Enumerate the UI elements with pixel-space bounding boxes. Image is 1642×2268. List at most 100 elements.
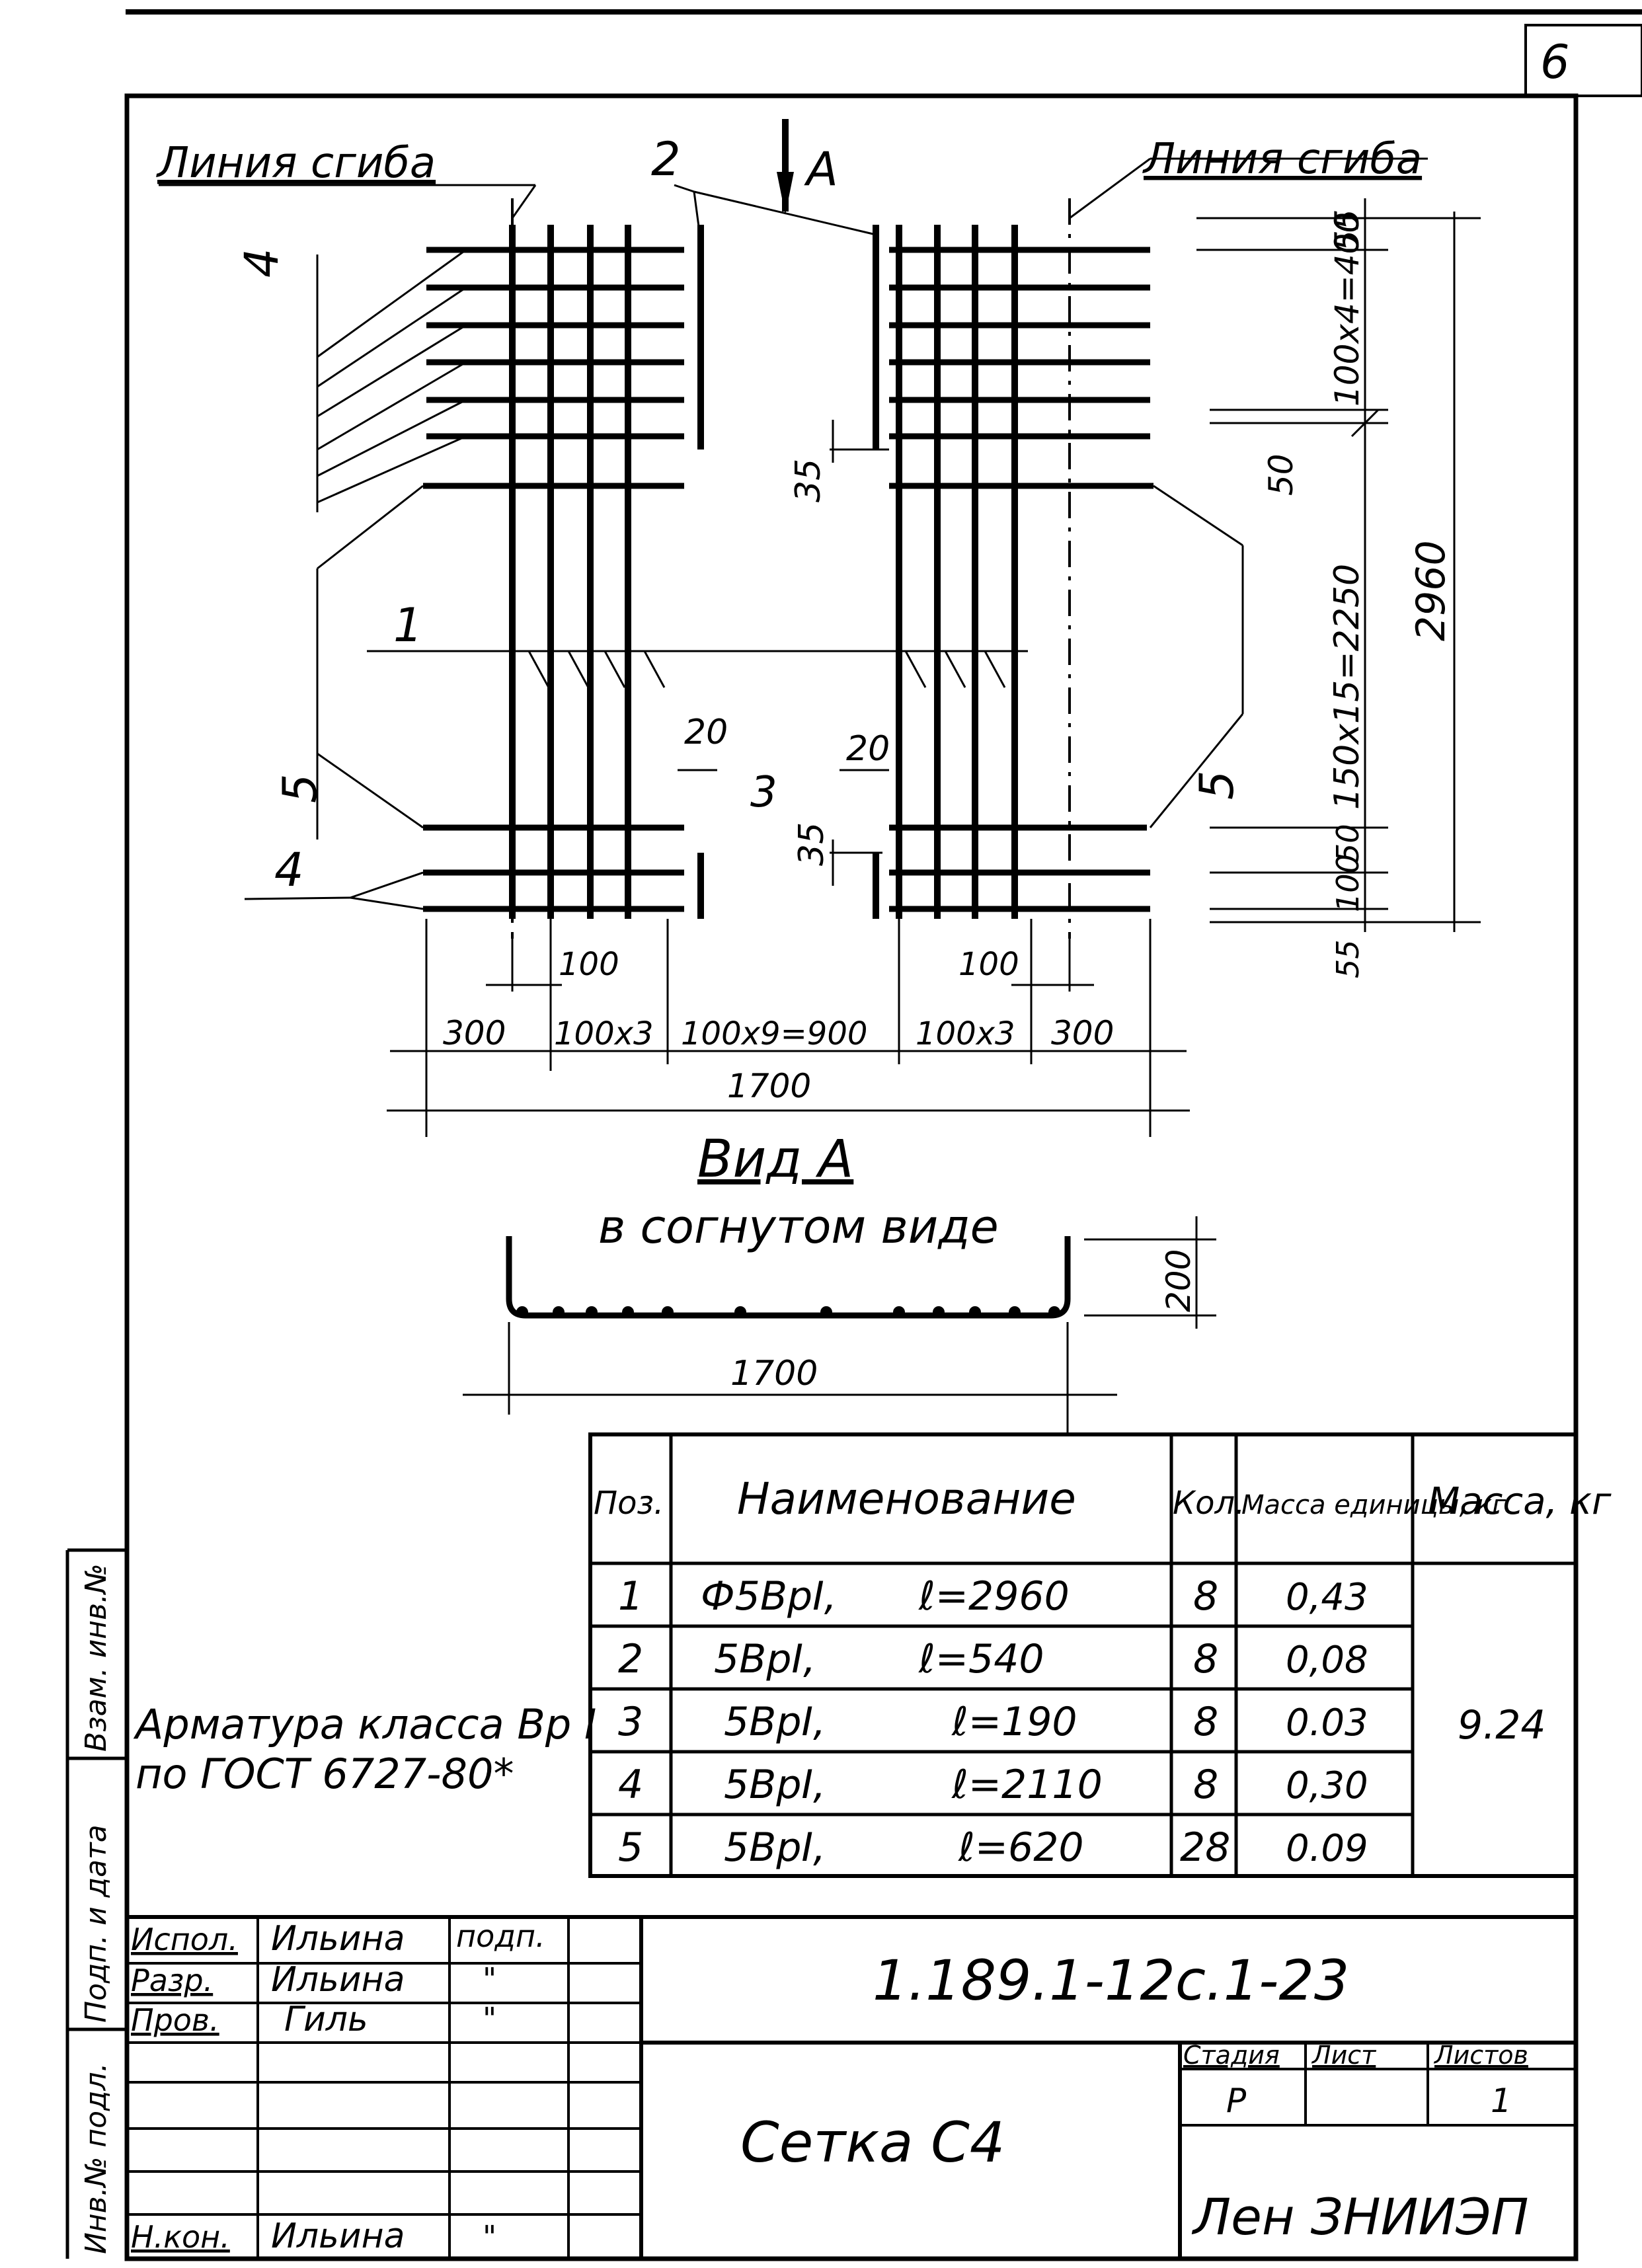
svg-text:28: 28 [1180, 1824, 1230, 1871]
pos-label-2: 2 [651, 132, 681, 186]
stage-header: Стадия [1183, 2041, 1280, 2070]
dim-right-100: 100 [1330, 854, 1366, 912]
svg-text:1: 1 [618, 1573, 643, 1620]
stamp-role-2: Разр. Ильина " [131, 1960, 496, 2000]
dim-bottom-1700: 1700 [727, 1067, 811, 1105]
svg-text:5ВрI,: 5ВрI, [724, 1762, 826, 1808]
dim-bottom-100-right: 100 [958, 946, 1019, 983]
view-arrow-label: А [804, 142, 838, 196]
dim-right-400: 100x4=400 [1328, 212, 1366, 407]
dim-right-2250: 150x15=2250 [1327, 564, 1367, 810]
side-stamp-sign: Подп. и дата [79, 1824, 113, 2023]
dim-right-50-bottom: 50 [1330, 824, 1366, 863]
svg-text:0,30: 0,30 [1286, 1764, 1368, 1807]
th-unit-mass: Масса единицы, кг [1241, 1490, 1506, 1520]
sheet-frame [124, 93, 1579, 2261]
svg-text:": " [483, 2001, 496, 2037]
svg-text:Ильина: Ильина [271, 1919, 405, 1959]
fold-label-left: Линия сгиба [156, 139, 436, 188]
side-stamp: Инв.№ подл. Подп. и дата Взам. инв.№ [65, 1548, 127, 2259]
drawing-title: Сетка С4 [740, 2110, 1005, 2175]
doc-number: 1.189.1-12с.1-23 [873, 1948, 1349, 2013]
dim-right-50-top: 50 [1262, 453, 1300, 496]
pos-label-4-bottom: 4 [274, 843, 304, 897]
dim-inner-35-top: 35 [789, 459, 828, 502]
th-name: Наименование [737, 1473, 1076, 1524]
dim-bottom-100x3-right: 100x3 [916, 1015, 1015, 1052]
svg-text:Ильина: Ильина [271, 1960, 405, 2000]
th-pos: Поз. [594, 1485, 664, 1522]
sheet-header: Лист [1311, 2041, 1377, 2070]
spec-row-5: 5 5ВрI, ℓ=620 28 0.09 [618, 1824, 1368, 1871]
corner-mark: 6 [1540, 35, 1570, 89]
bent-mesh-bars [516, 1306, 1060, 1318]
svg-text:8: 8 [1193, 1762, 1218, 1808]
bars-pos4-top [423, 247, 1153, 489]
sheets-value: 1 [1491, 2082, 1512, 2120]
svg-text:ℓ=190: ℓ=190 [951, 1699, 1077, 1745]
corner-box [1524, 24, 1642, 97]
side-stamp-inv: Инв.№ подл. [79, 2062, 113, 2254]
material-note-2: по ГОСТ 6727-80* [136, 1750, 514, 1798]
dim-bottom-900: 100x9=900 [681, 1015, 867, 1052]
spec-table: Поз. Наименование Кол. Масса единицы, кг… [588, 1432, 1612, 1878]
dim-inner-20-left: 20 [684, 713, 728, 752]
spec-row-4: 4 5ВрI, ℓ=2110 8 0,30 [618, 1762, 1368, 1808]
view-a-subtitle: в согнутом виде [598, 1200, 999, 1254]
stamp-role-4: Н.кон. Ильина " [131, 2216, 496, 2256]
view-a: Вид А в согнутом виде 200 1700 [463, 1130, 1216, 1434]
dims-bottom-lines [387, 919, 1190, 1137]
dim-right-2960: 2960 [1408, 540, 1454, 641]
sheets-header: Листов [1433, 2041, 1528, 2070]
bars-pos1 [509, 225, 1018, 919]
spec-row-2: 2 5ВрI, ℓ=540 8 0,08 [618, 1636, 1368, 1682]
fold-label-right: Линия сгиба [1142, 135, 1422, 184]
pos-label-1: 1 [393, 598, 423, 652]
svg-text:Пров.: Пров. [131, 2002, 219, 2038]
pos-label-3: 3 [750, 768, 777, 817]
svg-text:": " [483, 1961, 496, 1997]
mesh-plan: А Линия сгиба Линия сгиба 1 2 3 4 5 4 5 … [156, 119, 1481, 1137]
svg-text:подп.: подп. [456, 1918, 545, 1954]
svg-text:2: 2 [618, 1636, 643, 1682]
spec-row-3: 3 5ВрI, ℓ=190 8 0.03 [618, 1699, 1368, 1745]
bars-pos4-bottom [423, 824, 1150, 912]
bars-pos2 [697, 225, 879, 919]
dim-inner-20-right: 20 [846, 729, 890, 769]
stage-value: Р [1226, 2082, 1247, 2120]
organization: Лен ЗНИИЭП [1191, 2187, 1529, 2246]
dim-right-55-bottom: 55 [1330, 939, 1366, 978]
dim-inner-35-bottom: 35 [792, 822, 832, 866]
pos-label-5-right: 5 [1190, 770, 1244, 800]
svg-text:": " [483, 2219, 496, 2255]
svg-text:5: 5 [618, 1824, 643, 1871]
dim-bottom-300-left: 300 [443, 1014, 506, 1052]
stamp-role-1: Испол. Ильина подп. [131, 1918, 545, 1959]
svg-text:8: 8 [1193, 1636, 1218, 1682]
dim-bottom-300-right: 300 [1051, 1014, 1114, 1052]
svg-text:3: 3 [618, 1699, 643, 1745]
svg-text:Гиль: Гиль [284, 2000, 368, 2039]
svg-text:0,43: 0,43 [1286, 1576, 1368, 1619]
svg-text:Ильина: Ильина [271, 2216, 405, 2256]
svg-text:5ВрI,: 5ВрI, [724, 1699, 826, 1745]
title-block: Испол. Ильина подп. Разр. Ильина " Пров.… [127, 1915, 1576, 2259]
view-a-height: 200 [1159, 1249, 1198, 1312]
dim-right-55-top: 55 [1328, 209, 1366, 251]
leaders-left [159, 184, 537, 910]
dims-right-lines [1196, 198, 1481, 932]
dim-bottom-100-left: 100 [559, 946, 619, 983]
svg-text:ℓ=2110: ℓ=2110 [951, 1762, 1103, 1808]
spec-total-mass: 9.24 [1458, 1702, 1546, 1748]
svg-text:Ф5ВрI,: Ф5ВрI, [701, 1573, 837, 1620]
svg-text:Испол.: Испол. [131, 1922, 238, 1957]
side-stamp-repl: Взам. инв.№ [79, 1563, 113, 1752]
pos-label-5-left: 5 [273, 773, 327, 803]
view-a-title: Вид А [697, 1130, 853, 1189]
view-a-width: 1700 [730, 1354, 818, 1393]
th-qty: Кол. [1173, 1485, 1245, 1522]
th-mass: Масса, кг [1428, 1480, 1612, 1523]
svg-text:5ВрI,: 5ВрI, [724, 1824, 826, 1871]
svg-text:ℓ=620: ℓ=620 [958, 1824, 1084, 1871]
